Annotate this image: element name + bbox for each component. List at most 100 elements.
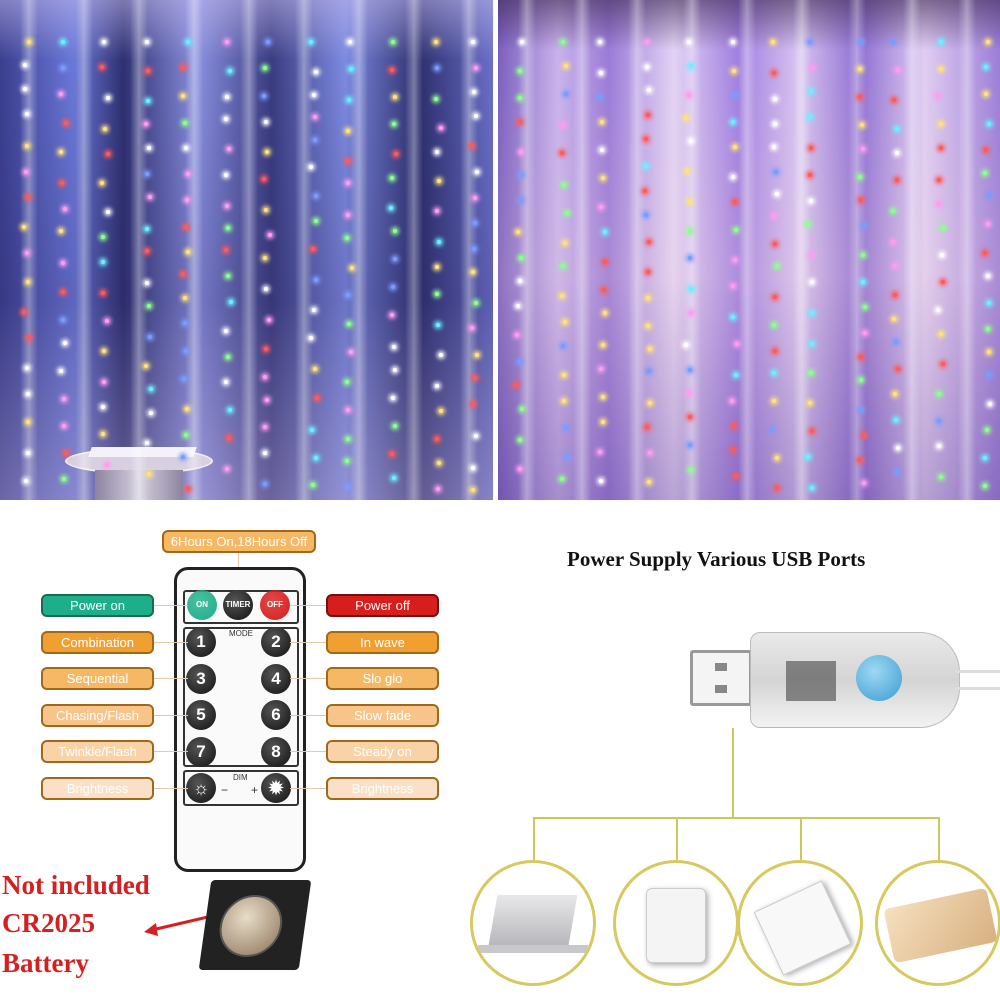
light-bulb (731, 284, 736, 288)
light-bulb (647, 369, 652, 374)
light-bulb (147, 195, 152, 200)
light-bulb (809, 146, 814, 151)
light-bulb (772, 349, 777, 354)
light-bulb (893, 263, 898, 268)
light-bulb (986, 222, 991, 227)
curtain-fold (683, 0, 701, 500)
light-bulb (688, 200, 693, 205)
light-bulb (346, 213, 351, 218)
light-bulb (892, 292, 897, 297)
curtain-fold (628, 0, 646, 500)
timer-callout: 6Hours On,18Hours Off (162, 530, 316, 553)
light-bulb (646, 296, 651, 301)
curtain-lights-photo-blue (0, 0, 493, 500)
light-bulb (390, 395, 395, 400)
light-bulb (22, 63, 27, 68)
callout-line (154, 605, 188, 606)
light-bulb (145, 440, 150, 445)
light-bulb (862, 305, 867, 310)
light-bulb (598, 71, 603, 76)
light-bulb (772, 399, 777, 404)
curtain-fold (518, 0, 536, 500)
label-right-2: Slo glo (326, 667, 439, 690)
light-bulb (601, 419, 606, 424)
light-bulb (937, 418, 942, 423)
light-bulb (314, 396, 319, 401)
light-bulb (602, 287, 607, 292)
light-bulb (26, 40, 31, 44)
battery-note-line1: Not included (2, 870, 150, 900)
light-bulb (857, 458, 862, 463)
light-bulb (143, 364, 148, 369)
battery-note-line2: CR2025 (2, 908, 95, 938)
light-bulb (227, 407, 232, 412)
light-bulb (262, 255, 267, 260)
light-bulb (892, 317, 897, 322)
light-bulb (345, 129, 350, 134)
mode-button (856, 655, 902, 701)
light-bulb (264, 347, 269, 352)
light-bulb (347, 40, 352, 44)
light-bulb (147, 334, 152, 339)
callout-line (154, 751, 188, 752)
light-bulb (183, 295, 187, 300)
light-bulb (344, 379, 349, 384)
curtain-fold (848, 0, 866, 500)
light-bulb (433, 40, 438, 44)
light-bulb (311, 246, 316, 251)
light-bulb (471, 269, 476, 274)
light-bulb (105, 96, 110, 101)
light-bulb (184, 406, 189, 411)
label-right-5: Brightness (326, 776, 439, 800)
light-bulb (984, 92, 989, 97)
light-bulb (732, 424, 737, 429)
light-bulb (61, 397, 66, 402)
light-bulb (144, 280, 149, 285)
light-bulb (262, 375, 267, 380)
callout-line (290, 678, 326, 679)
light-bulb (391, 285, 396, 290)
minus-sign: − (221, 783, 229, 797)
label-left-4: Twinkle/Flash (41, 740, 154, 763)
light-bulb (518, 119, 522, 124)
light-bulb (517, 68, 522, 73)
light-bulb (439, 125, 444, 130)
light-bulb (434, 66, 439, 71)
light-bulb (229, 300, 234, 305)
light-bulb (514, 383, 519, 388)
light-bulb (186, 249, 191, 254)
light-bulb (104, 318, 109, 323)
curtain-fold (460, 0, 478, 500)
light-bulb (858, 174, 863, 179)
light-bulb (101, 405, 106, 410)
remote-timer-button: TIMER (223, 590, 253, 620)
light-bulb (344, 236, 349, 241)
light-bulb (560, 150, 565, 155)
light-bulb (183, 120, 188, 125)
light-bulb (808, 371, 813, 376)
light-bulb (390, 176, 395, 181)
light-bulb (939, 40, 944, 44)
light-bulb (860, 147, 865, 152)
light-bulb (686, 390, 691, 395)
light-bulb (471, 246, 476, 251)
light-bulb (346, 321, 351, 326)
light-bulb (144, 40, 149, 44)
light-bulb (684, 116, 689, 121)
light-bulb (61, 40, 66, 44)
light-bulb (646, 324, 651, 329)
callout-line (290, 641, 326, 643)
light-bulb (687, 443, 692, 448)
light-bulb (939, 332, 944, 337)
light-bulb (730, 40, 735, 44)
callout-line (290, 751, 326, 752)
light-bulb (59, 150, 64, 155)
light-bulb (226, 226, 231, 231)
light-bulb (224, 172, 229, 177)
light-bulb (937, 391, 942, 396)
light-bulb (263, 119, 268, 124)
light-bulb (389, 206, 394, 211)
light-bulb (474, 433, 479, 438)
light-bulb (685, 169, 690, 174)
light-bulb (861, 252, 866, 257)
